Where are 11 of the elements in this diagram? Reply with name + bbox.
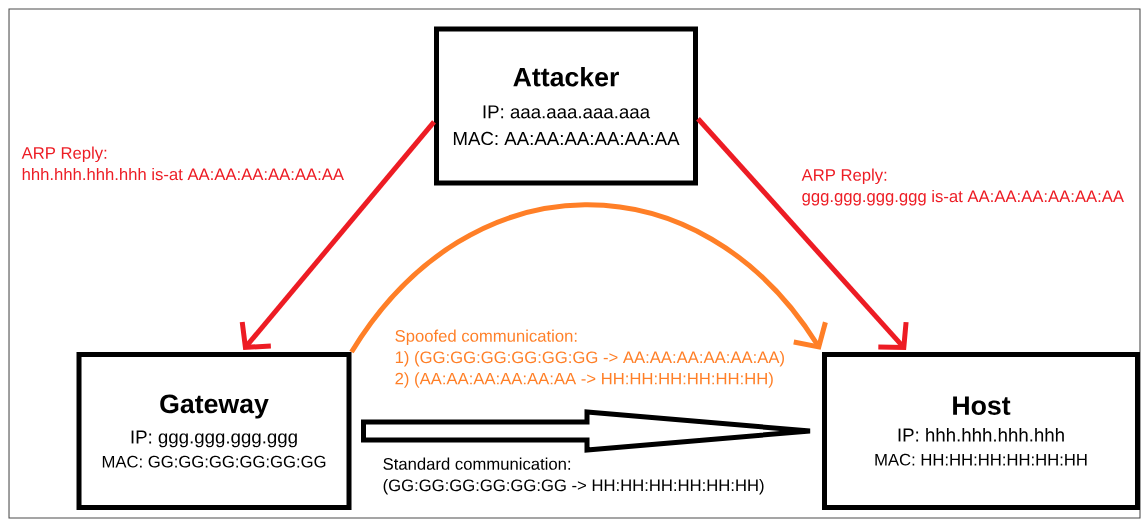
device-box: Attacker IP: aaa.aaa.aaa.aaa MAC: AA:AA:AA:AA:AA:AA [434,26,698,186]
edge-label: Spoofed communication: 1) (GG:GG:GG:GG:GG:GG -> AA:AA:AA:AA:AA:AA) 2) (AA:AA:AA:AA:AA:AA -> HH:HH:HH:HH:HH:HH) [395,329,784,388]
arrow [696,117,909,350]
device-box: Host IP: hhh.hhh.hhh.hhh MAC: HH:HH:HH:HH:HH:HH [822,352,1140,510]
edge-label: ARP Reply: hhh.hhh.hhh.hhh is-at AA:AA:AA:AA:AA:AA [21,146,344,181]
device-box: Gateway IP: ggg.ggg.ggg.ggg MAC: GG:GG:GG:GG:GG:GG [76,352,352,510]
curved-arrow [349,202,828,354]
edge-label: Standard communication: (GG:GG:GG:GG:GG:GG -> HH:HH:HH:HH:HH:HH) [383,457,764,495]
arrow [239,120,436,350]
block-arrow [361,409,813,453]
edge-label: ARP Reply: ggg.ggg.ggg.ggg is-at AA:AA:AA:AA:AA:AA [801,168,1124,206]
